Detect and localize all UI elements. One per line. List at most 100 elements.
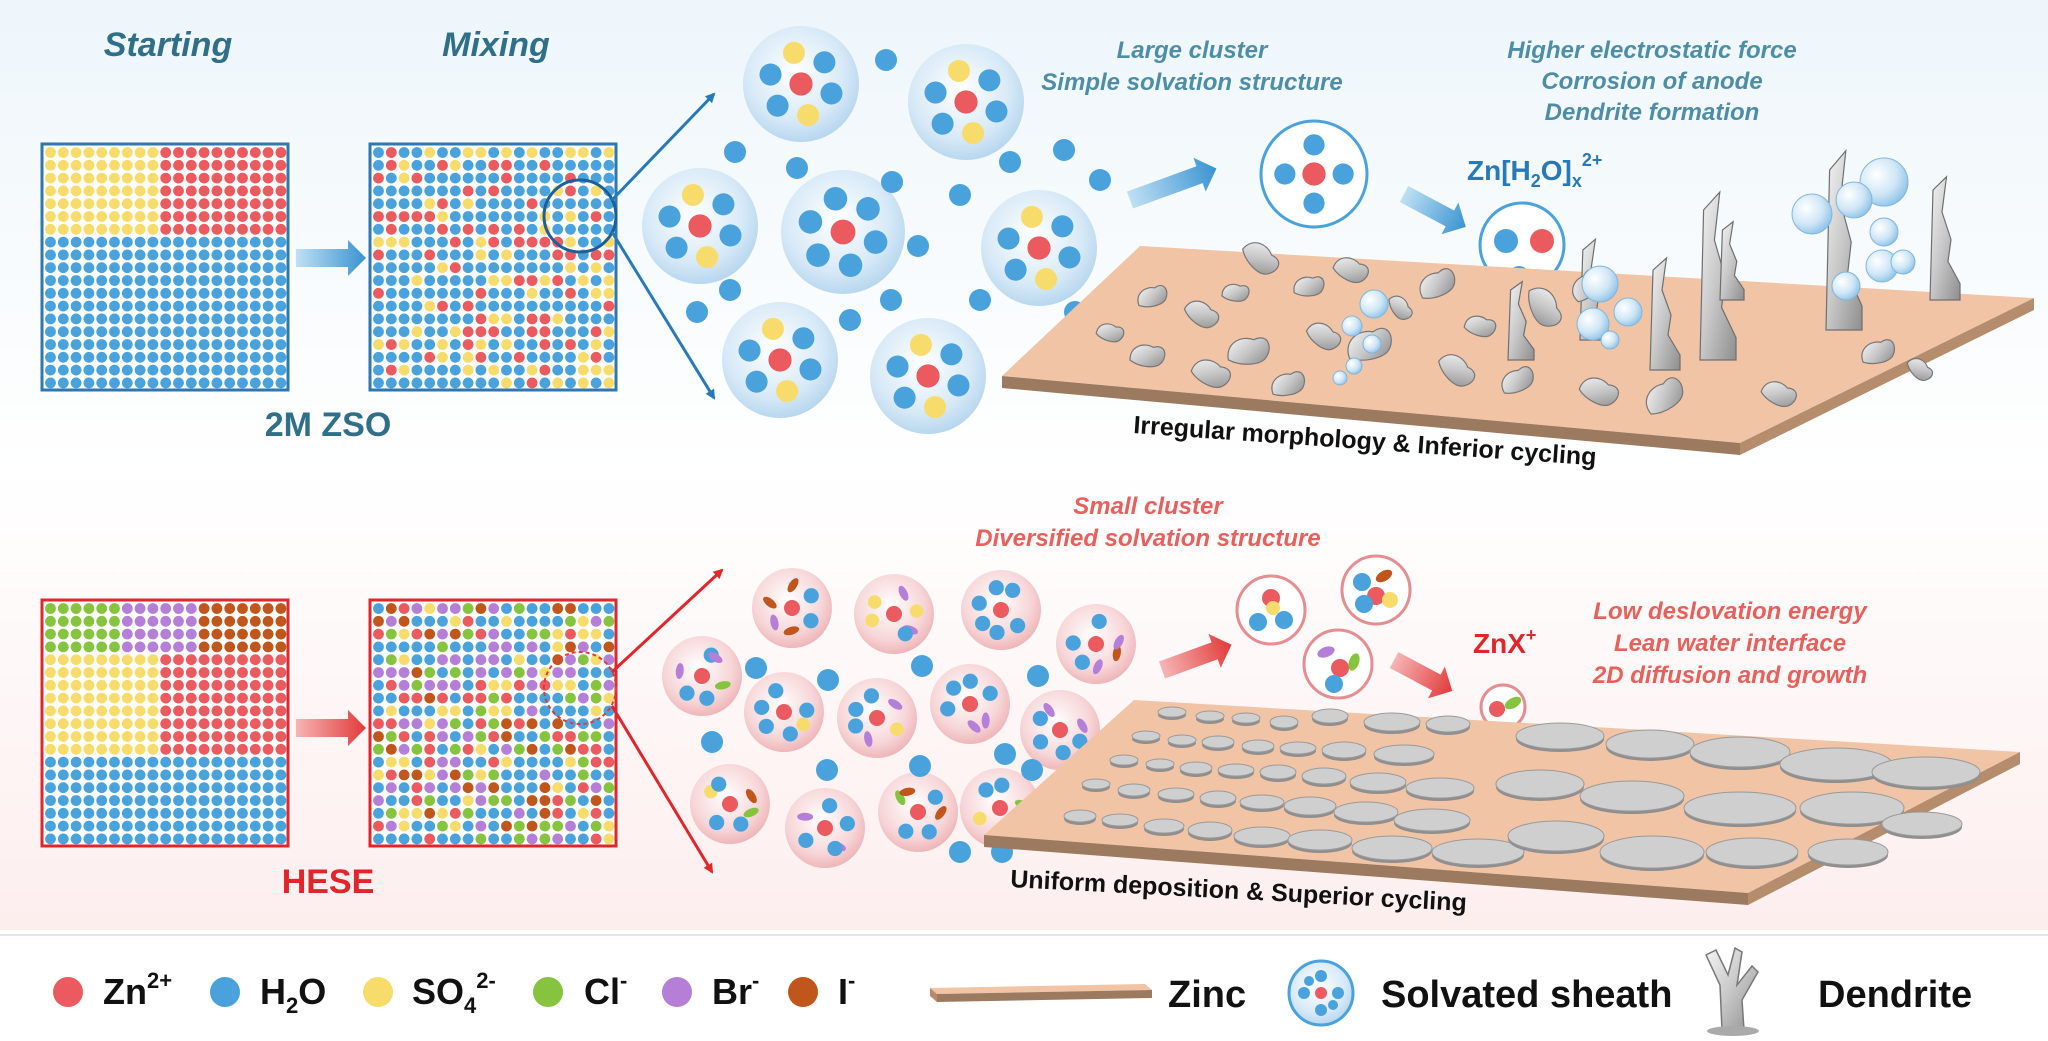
ion-dot <box>173 820 184 832</box>
ion-dot <box>603 313 615 325</box>
ion-dot <box>462 159 474 171</box>
ion-dot <box>96 198 108 210</box>
ion-dot <box>70 756 82 768</box>
flat-deposit <box>1081 778 1111 792</box>
ion-dot <box>249 807 261 819</box>
ion-dot <box>552 262 564 274</box>
ion-dot <box>121 654 133 666</box>
ion-dot <box>462 300 474 312</box>
ion-dot <box>249 615 261 627</box>
ion-dot <box>501 820 512 832</box>
ion-dot <box>211 628 223 640</box>
ion-dot <box>173 705 184 717</box>
ion-dot <box>411 198 423 210</box>
ion-dot <box>488 743 500 755</box>
ion-dot <box>437 603 448 614</box>
ion-dot <box>488 603 500 614</box>
ligand <box>1275 611 1293 629</box>
ion-dot <box>262 159 274 171</box>
ion-dot <box>70 249 82 261</box>
ion-dot <box>603 731 615 742</box>
flat-deposit <box>1881 811 1963 839</box>
ion-dot <box>373 198 384 210</box>
ion-dot <box>147 198 159 210</box>
ion-dot <box>70 339 82 350</box>
ion-dot <box>224 326 236 338</box>
deposit-shape <box>1137 284 1168 308</box>
ion-dot <box>501 300 512 312</box>
irregular-deposit <box>1578 377 1619 406</box>
ion-dot <box>121 351 133 363</box>
ion-dot <box>70 275 82 286</box>
ion-dot <box>83 351 95 363</box>
water-ligand <box>863 688 880 704</box>
ion-dot <box>590 351 602 363</box>
ion-dot <box>262 782 274 794</box>
water-ligand <box>1074 654 1090 670</box>
ion-dot <box>70 667 82 678</box>
ion-dot <box>424 807 436 819</box>
ion-dot <box>385 820 397 832</box>
ion-dot <box>237 326 248 338</box>
free-water-molecule <box>880 289 902 311</box>
ion-dot <box>57 667 69 678</box>
ion-dot <box>249 211 261 222</box>
ion-dot <box>262 339 274 350</box>
ion-dot <box>45 679 56 691</box>
ion-dot <box>385 262 397 274</box>
ion-dot <box>134 198 146 210</box>
ion-dot <box>513 820 525 832</box>
ion-dot <box>488 211 500 222</box>
hese-solvation-cluster <box>690 764 770 844</box>
ion-dot <box>603 820 615 832</box>
ion-dot <box>211 641 223 653</box>
deposit-shape <box>1183 300 1220 329</box>
ion-dot <box>385 198 397 210</box>
solvent-molecule <box>893 386 916 409</box>
ion-dot <box>385 236 397 248</box>
ion-dot <box>501 364 512 376</box>
ion-dot <box>398 262 410 274</box>
ion-dot <box>147 275 159 286</box>
ion-dot <box>262 185 274 197</box>
ion-dot <box>275 172 287 184</box>
ion-dot <box>121 807 133 819</box>
ion-dot <box>539 603 551 614</box>
ion-dot <box>173 313 184 325</box>
ion-dot <box>83 262 95 274</box>
ion-dot <box>526 603 538 614</box>
ion-dot <box>275 287 287 299</box>
anion-ligand <box>1504 696 1522 710</box>
ion-dot <box>237 287 248 299</box>
ion-dot <box>83 795 95 806</box>
ion-dot <box>198 313 210 325</box>
ion-dot <box>437 211 448 222</box>
ion-dot <box>565 820 576 832</box>
ion-dot <box>373 351 384 363</box>
ion-dot <box>134 339 146 350</box>
ion-dot <box>385 364 397 376</box>
ion-dot <box>96 615 108 627</box>
ion-dot <box>385 172 397 184</box>
ion-dot <box>526 615 538 627</box>
ion-dot <box>475 782 487 794</box>
ion-dot <box>185 249 197 261</box>
ion-dot <box>437 833 448 845</box>
ion-dot <box>385 756 397 768</box>
ion-dot <box>462 339 474 350</box>
ion-dot <box>462 769 474 781</box>
ion-dot <box>539 313 551 325</box>
ion-dot <box>211 172 223 184</box>
deposit-top <box>1187 821 1233 839</box>
ion-dot <box>552 769 564 781</box>
ion-dot <box>424 211 436 222</box>
solvent-molecule <box>1020 205 1043 228</box>
ion-dot <box>121 147 133 158</box>
ion-dot <box>134 236 146 248</box>
ion-dot <box>373 769 384 781</box>
ion-dot <box>160 249 172 261</box>
hese-solvation-cluster <box>785 788 865 868</box>
flat-deposit <box>1425 715 1471 735</box>
ion-dot <box>373 211 384 222</box>
ion-dot <box>96 287 108 299</box>
